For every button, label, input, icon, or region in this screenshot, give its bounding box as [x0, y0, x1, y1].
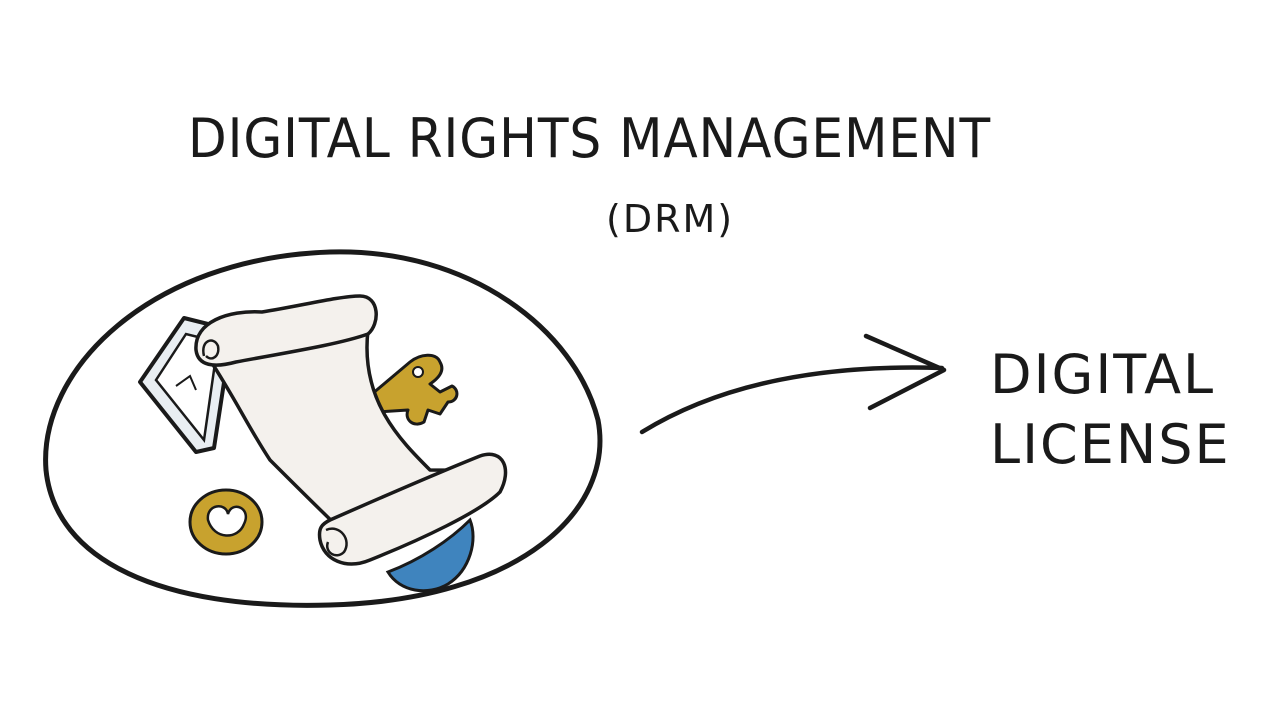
slide-subtitle: (DRM)	[606, 197, 735, 241]
result-line-1: DIGITAL	[990, 343, 1216, 406]
container-ellipse	[43, 249, 603, 608]
result-label: DIGITAL LICENSE	[990, 340, 1231, 480]
arrow-right-icon	[639, 333, 947, 435]
key-icon	[370, 353, 459, 426]
blue-leaf-icon	[385, 517, 475, 593]
key-ring-icon	[188, 488, 264, 556]
result-line-2: LICENSE	[990, 413, 1231, 477]
slide-title: DIGITAL RIGHTS MANAGEMENT	[188, 107, 992, 170]
scroll-icon	[194, 294, 508, 566]
